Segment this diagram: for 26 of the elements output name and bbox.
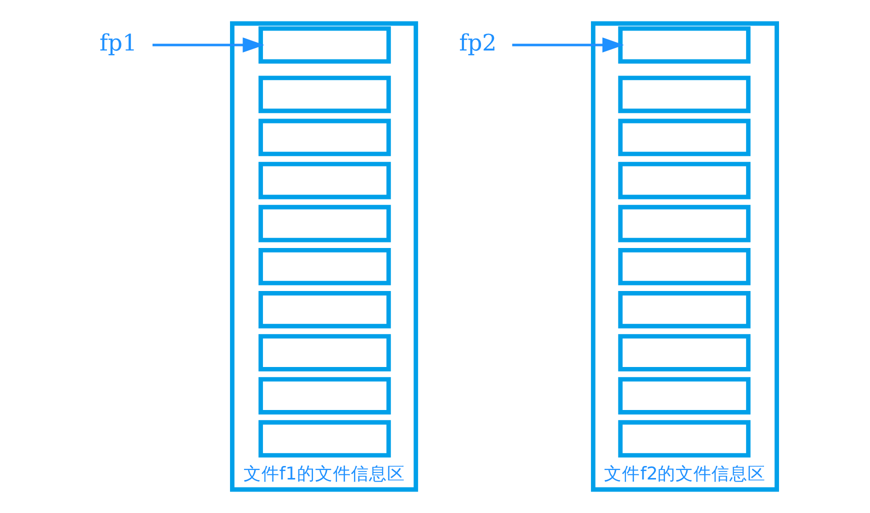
node-box [618, 291, 750, 328]
cluster: 文件f2的文件信息区 [590, 21, 779, 492]
node-box [618, 76, 750, 114]
node-box [618, 204, 750, 242]
node-box [258, 26, 390, 64]
node-box [618, 26, 750, 64]
arrow [512, 37, 624, 53]
node-box [618, 334, 750, 372]
node-box [618, 248, 750, 286]
node-box [618, 118, 750, 156]
node-box [618, 420, 750, 458]
cluster: 文件f1的文件信息区 [230, 21, 418, 492]
node-box [258, 76, 390, 114]
node-text: fp1 [99, 30, 137, 57]
node-box [258, 204, 390, 242]
node-box [618, 377, 750, 414]
node-box [258, 248, 390, 286]
node-box [258, 420, 390, 458]
node-box [618, 162, 750, 200]
node-box [258, 334, 390, 372]
node-box [258, 291, 390, 328]
node-text: fp2 [458, 30, 496, 57]
node-box [258, 377, 390, 414]
node-box [258, 118, 390, 156]
node-box [258, 162, 390, 200]
arrow [152, 37, 264, 53]
